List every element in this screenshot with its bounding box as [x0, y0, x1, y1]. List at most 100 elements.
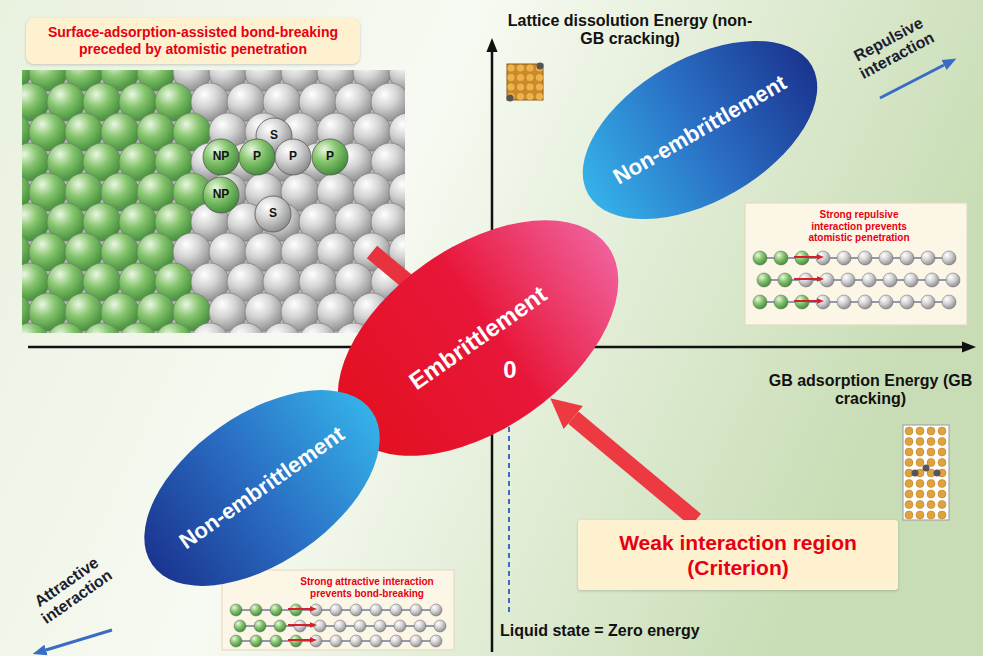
marked-atom — [203, 177, 239, 213]
inset-arrow — [288, 624, 310, 626]
lattice-atom — [536, 93, 543, 100]
axis-label: Lattice dissolution Energy (non-GB crack… — [505, 12, 755, 49]
inset-atom — [883, 273, 897, 287]
inset-atom — [942, 295, 956, 309]
atom-sphere — [299, 323, 337, 333]
lattice-atom — [938, 438, 946, 446]
inset-atom — [434, 620, 446, 632]
atom-tag: NP — [213, 150, 230, 164]
atom-sphere — [191, 323, 229, 333]
atom-illustration — [22, 70, 405, 333]
atom-sphere — [47, 323, 85, 333]
inset-atom — [270, 604, 282, 616]
inset-atom — [410, 635, 422, 647]
atom-sphere — [83, 323, 121, 333]
lattice-atom — [938, 448, 946, 456]
inset-atom — [370, 604, 382, 616]
direction-arrow — [46, 630, 112, 650]
inset-atom — [816, 295, 830, 309]
inset-atom — [778, 273, 792, 287]
lattice-atom — [938, 511, 946, 519]
inset-atom — [774, 251, 788, 265]
atom-sphere — [155, 323, 193, 333]
lattice-atom — [517, 93, 524, 100]
inset-atom — [230, 604, 242, 616]
inset-repulsive — [745, 203, 967, 325]
lattice-atom — [905, 501, 913, 509]
gb-cell — [903, 425, 949, 520]
lattice-atom — [905, 427, 913, 435]
pointer-arrow — [573, 418, 696, 520]
inset-atom — [921, 251, 935, 265]
bond-line — [760, 302, 949, 303]
inset-arrow — [794, 256, 817, 258]
lattice-atom — [905, 438, 913, 446]
inset-atom — [430, 635, 442, 647]
lattice-atom — [526, 64, 533, 71]
lattice-atom — [526, 74, 533, 81]
lattice-atom — [916, 448, 924, 456]
lattice-atom — [905, 480, 913, 488]
lattice-atom — [507, 74, 514, 81]
atom-sphere — [22, 323, 49, 333]
inset-atom — [330, 635, 342, 647]
inset-atom — [374, 620, 386, 632]
lattice-atom — [905, 448, 913, 456]
inset-atom — [946, 273, 960, 287]
lattice-atom — [526, 93, 533, 100]
inset-atom — [816, 251, 830, 265]
inset-arrow — [794, 300, 817, 302]
lattice-atom — [927, 427, 935, 435]
inset-atom — [753, 251, 767, 265]
axes — [28, 52, 962, 652]
inset-atom — [858, 295, 872, 309]
marked-atom — [312, 139, 348, 175]
bond-line — [760, 258, 949, 259]
inset-atom — [250, 604, 262, 616]
atom-tag: P — [253, 150, 261, 164]
origin-label: 0 — [503, 356, 516, 384]
dashed-arrow — [508, 402, 510, 612]
solute-atom — [537, 63, 544, 70]
inset-attractive — [222, 570, 454, 650]
inset-atom — [350, 604, 362, 616]
lattice-atom — [536, 74, 543, 81]
heading-text: Surface-adsorption-assisted bond-breakin… — [34, 24, 352, 58]
grain-boundary-icon — [903, 425, 949, 520]
lattice-atom — [517, 83, 524, 90]
inset-atom — [234, 620, 246, 632]
inset-atom — [390, 635, 402, 647]
lattice-atom — [938, 427, 946, 435]
criterion-text: Weak interaction region (Criterion) — [588, 530, 888, 580]
lattice-atom — [905, 511, 913, 519]
lattice-atom — [905, 459, 913, 467]
inset-atom — [310, 604, 322, 616]
inset-atom — [310, 635, 322, 647]
lattice-atom — [927, 511, 935, 519]
lattice-atom — [916, 501, 924, 509]
inset-arrow — [288, 608, 310, 610]
inset-atom — [390, 604, 402, 616]
inset-atom — [350, 635, 362, 647]
lattice-atom — [507, 83, 514, 90]
inset-atom — [354, 620, 366, 632]
inset-atom — [274, 620, 286, 632]
inset-atom — [270, 635, 282, 647]
inset-arrow — [794, 278, 817, 280]
inset-note: Strong repulsive interaction prevents at… — [800, 209, 918, 244]
inset-atom — [394, 620, 406, 632]
inset-atom — [921, 295, 935, 309]
inset-arrow — [288, 639, 310, 641]
inset-atom — [837, 251, 851, 265]
solute-atom — [912, 470, 919, 477]
lattice-atom — [927, 448, 935, 456]
lattice-atom — [916, 438, 924, 446]
atom-sphere — [227, 323, 265, 333]
inset-atom — [330, 604, 342, 616]
atom-tag: P — [289, 150, 297, 164]
atom-sphere — [263, 323, 301, 333]
atom-tag: P — [326, 150, 334, 164]
inset-atom — [414, 620, 426, 632]
inset-frame — [222, 570, 454, 650]
